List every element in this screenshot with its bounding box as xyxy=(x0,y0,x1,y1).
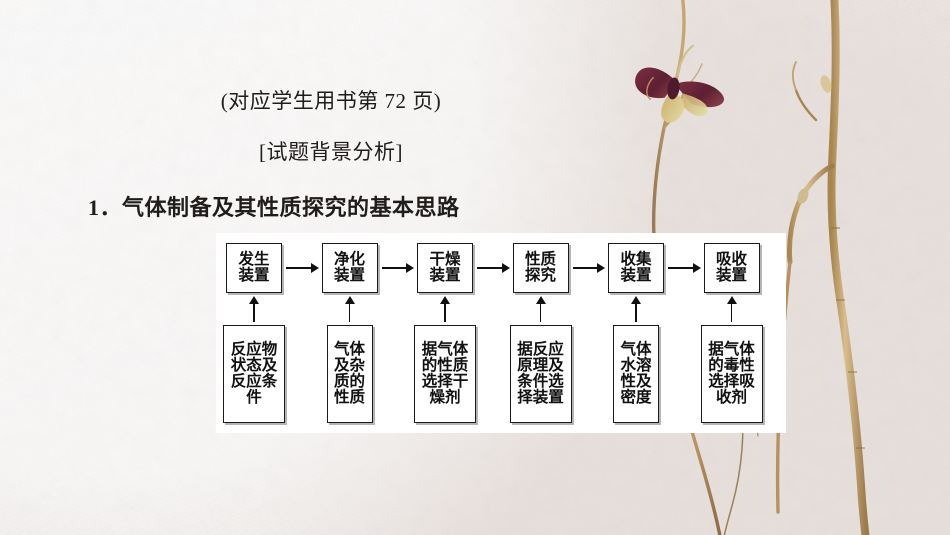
flow-step-box-2: 净化装置 xyxy=(321,243,378,293)
flow-step-label: 吸收装置 xyxy=(715,250,747,284)
flow-uparrow-1 xyxy=(249,296,259,322)
flow-uparrow-2 xyxy=(344,296,355,322)
flow-step-label: 性质探究 xyxy=(524,250,556,284)
flow-step-box-6: 吸收装置 xyxy=(703,243,760,293)
flow-arrow-2-to-3 xyxy=(381,263,414,273)
flow-step-label: 净化装置 xyxy=(333,250,365,284)
flow-uparrow-6 xyxy=(726,296,737,322)
flow-detail-label: 据气体的性质选择干燥剂 xyxy=(421,340,469,406)
flow-detail-box-6: 据气体的毒性选择吸收剂 xyxy=(700,325,763,423)
flow-detail-box-1: 反应物状态及反应条件 xyxy=(223,325,285,423)
flow-detail-box-4: 据反应原理及条件选择装置 xyxy=(509,325,572,423)
flow-arrow-5-to-6 xyxy=(668,263,701,273)
flow-arrow-4-to-5 xyxy=(572,263,605,273)
flow-detail-label: 气体及杂质的性质 xyxy=(333,340,365,406)
flow-detail-box-2: 气体及杂质的性质 xyxy=(326,325,373,423)
flow-arrow-1-to-2 xyxy=(286,263,319,273)
flow-detail-label: 气体水溶性及密度 xyxy=(620,340,652,406)
flow-detail-label: 据气体的毒性选择吸收剂 xyxy=(708,340,755,406)
flow-uparrow-4 xyxy=(535,296,546,322)
flow-step-label: 干燥装置 xyxy=(429,250,461,284)
flow-step-label: 发生装置 xyxy=(238,250,270,284)
flow-step-box-5: 收集装置 xyxy=(608,243,664,293)
page-title: 1．气体制备及其性质探究的基本思路 xyxy=(88,195,460,220)
flow-detail-box-3: 据气体的性质选择干燥剂 xyxy=(414,325,476,423)
flow-step-box-3: 干燥装置 xyxy=(417,243,473,293)
flow-detail-label: 反应物状态及反应条件 xyxy=(230,340,278,406)
flow-uparrow-5 xyxy=(631,296,641,322)
flow-step-box-1: 发生装置 xyxy=(226,243,282,293)
flow-step-label: 收集装置 xyxy=(620,250,652,284)
flowchart-panel: 发生装置反应物状态及反应条件 净化装置气体及杂质的性质 干燥装置据气体的性质选择干燥… xyxy=(216,233,786,433)
flow-uparrow-3 xyxy=(440,296,450,322)
student-book-reference: (对应学生用书第 72 页) xyxy=(220,89,442,113)
flow-detail-box-5: 气体水溶性及密度 xyxy=(613,325,659,423)
section-tag: [试题背景分析] xyxy=(259,140,403,164)
flow-detail-label: 据反应原理及条件选择装置 xyxy=(517,340,564,406)
flow-step-box-4: 性质探究 xyxy=(512,243,569,293)
flow-arrow-3-to-4 xyxy=(477,263,510,273)
